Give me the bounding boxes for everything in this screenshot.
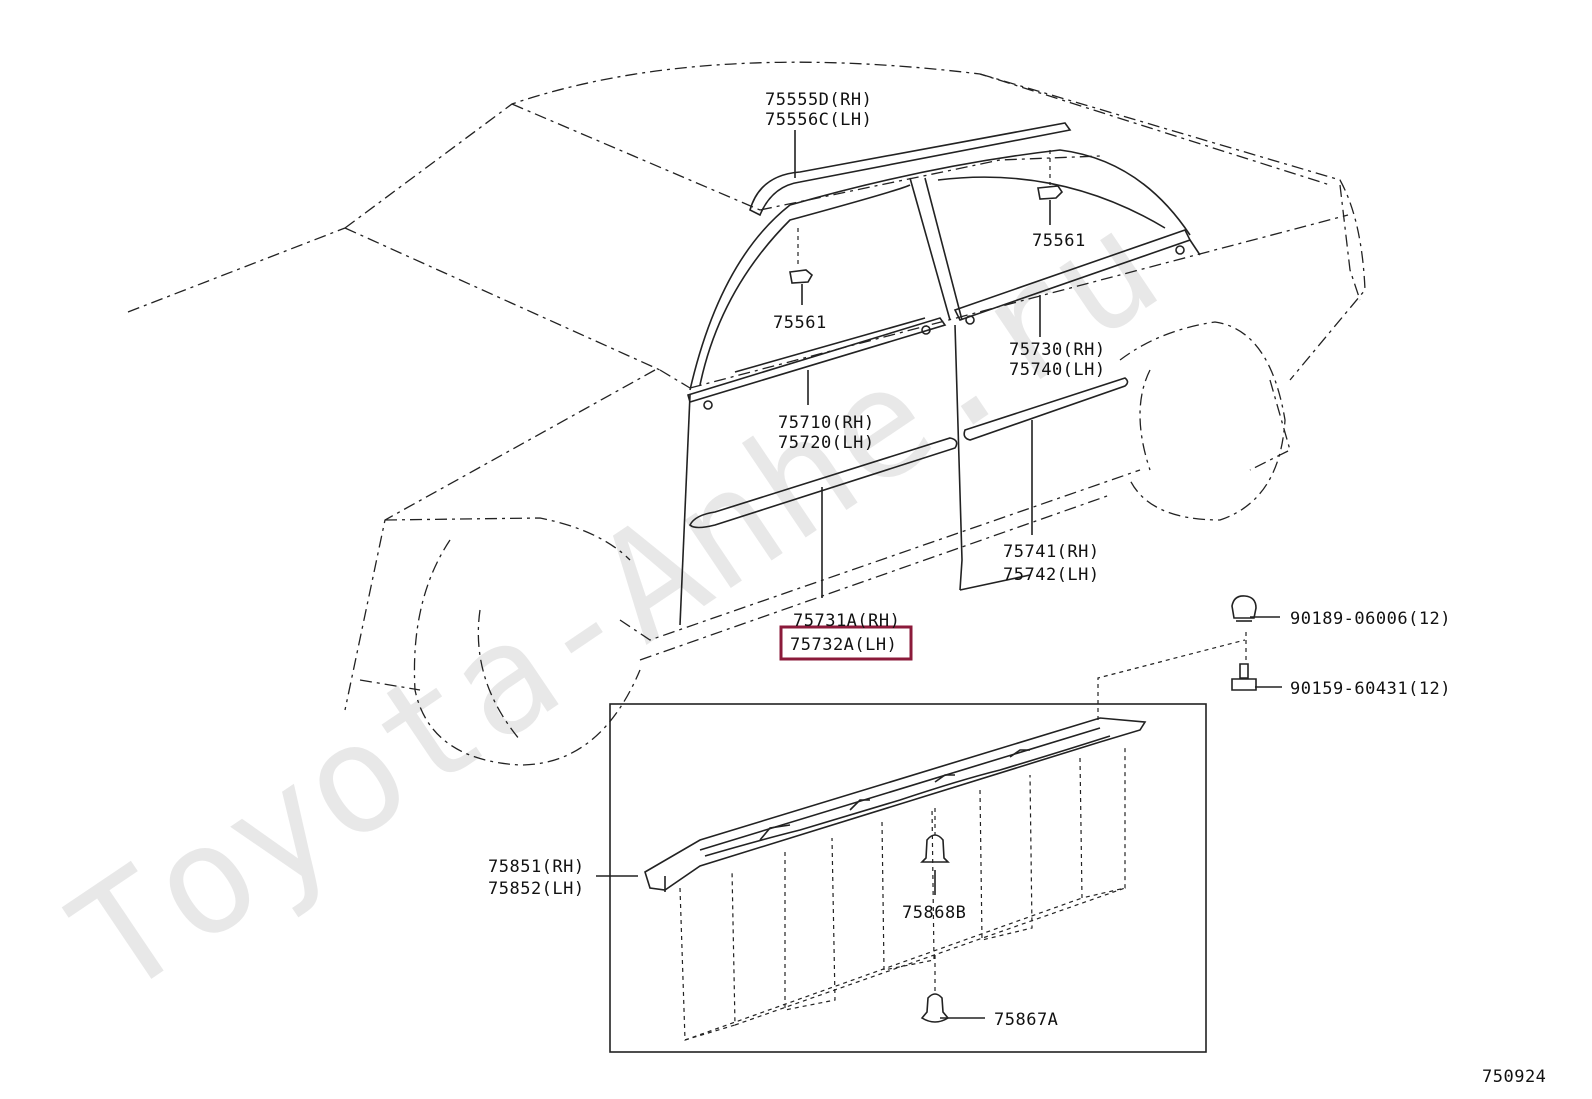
label-clip-868[interactable]: 75868B	[902, 903, 966, 923]
rear-belt-molding	[953, 229, 1192, 325]
label-front-side-rh[interactable]: 75731A(RH)	[793, 611, 900, 631]
diagram-code: 750924	[1482, 1067, 1546, 1087]
label-roof-molding-rh[interactable]: 75555D(RH)	[765, 90, 872, 110]
label-rear-belt-rh[interactable]: 75730(RH)	[1009, 340, 1106, 360]
rear-side-molding	[963, 377, 1129, 441]
label-clip-rear[interactable]: 75561	[1032, 231, 1086, 251]
label-front-belt-lh[interactable]: 75720(LH)	[778, 433, 875, 453]
rocker-dashed-projection	[679, 745, 1126, 1041]
door-lines	[679, 149, 1201, 626]
car-outline	[127, 61, 1366, 766]
label-rear-belt-lh[interactable]: 75740(LH)	[1009, 360, 1106, 380]
label-rear-side-lh[interactable]: 75742(LH)	[1003, 565, 1100, 585]
leader-lines	[596, 130, 1282, 1019]
front-belt-molding	[687, 317, 947, 410]
label-front-belt-rh[interactable]: 75710(RH)	[778, 413, 875, 433]
roof-molding	[749, 122, 1072, 217]
screw-lower-icon	[1231, 663, 1257, 691]
label-rocker-panel-rh[interactable]: 75851(RH)	[488, 857, 585, 877]
label-front-side-lh[interactable]: 75732A(LH)	[790, 635, 897, 655]
label-roof-molding-lh[interactable]: 75556C(LH)	[765, 110, 872, 130]
label-screw-lower[interactable]: 90159-60431(12)	[1290, 679, 1451, 699]
screw-upper-icon	[1231, 595, 1257, 622]
label-rocker-panel-lh[interactable]: 75852(LH)	[488, 879, 585, 899]
label-rear-side-rh[interactable]: 75741(RH)	[1003, 542, 1100, 562]
clip-75868b-icon	[920, 808, 950, 863]
clip-rear-icon	[1037, 185, 1064, 200]
label-screw-upper[interactable]: 90189-06006(12)	[1290, 609, 1451, 629]
clip-75867a-icon	[920, 955, 950, 1023]
label-clip-front[interactable]: 75561	[773, 313, 827, 333]
rocker-panel	[644, 717, 1147, 892]
highlight-box	[779, 625, 913, 661]
clip-front-icon	[789, 269, 814, 284]
front-side-molding	[689, 437, 958, 529]
watermark: Toyota-Anhe.ru	[43, 179, 1188, 1030]
part-labels: 75555D(RH) 75556C(LH) 75561 75561 75710(…	[488, 90, 1546, 1087]
label-clip-867[interactable]: 75867A	[994, 1010, 1058, 1030]
rocker-panel-detail-box	[609, 703, 1207, 1053]
